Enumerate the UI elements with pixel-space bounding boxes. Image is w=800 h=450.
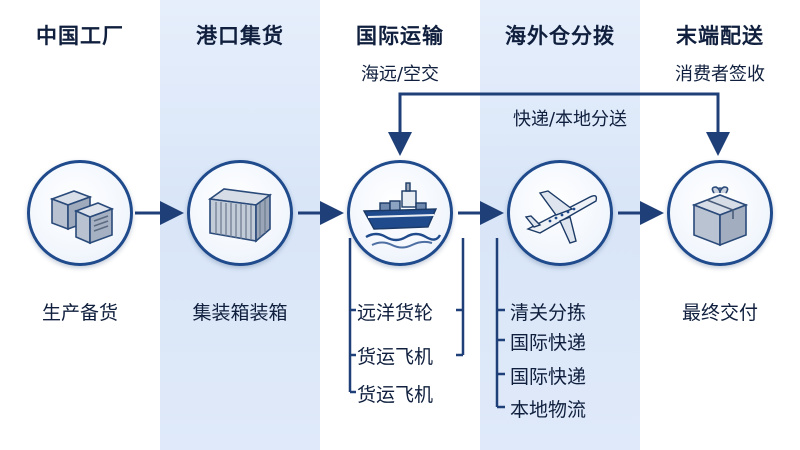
warehouse-step-3: 国际快递 [510,366,587,388]
caption-delivery: 最终交付 [681,302,758,324]
stage-subtitle-delivery: 消费者签收 [675,64,765,85]
node-transport [347,160,453,266]
caption-factory: 生产备货 [41,302,118,324]
caption-port: 集装箱装箱 [192,302,288,324]
node-warehouse [507,160,613,266]
warehouse-step-2: 国际快递 [510,332,587,354]
stage-title-delivery: 末端配送 [676,24,764,48]
transport-option-3: 货运飞机 [357,384,434,406]
transport-option-1: 远洋货轮 [357,302,434,324]
warehouse-step-1: 清关分拣 [510,302,587,324]
warehouse-step-4: 本地物流 [510,399,587,421]
route-label: 快递/本地分送 [512,109,628,130]
container-icon [207,188,273,243]
stage-title-factory: 中国工厂 [36,24,124,48]
stage-title-transport: 国际运输 [356,24,444,48]
route-connector [398,92,720,152]
airplane-icon [524,190,598,244]
node-port [187,160,293,266]
stage-title-warehouse: 海外仓分拨 [505,24,615,48]
node-delivery [667,160,773,266]
ship-icon [362,182,442,249]
package-icon [691,186,749,247]
node-factory [27,160,133,266]
stage-subtitle-transport: 海远/空交 [360,64,440,85]
transport-option-2: 货运飞机 [357,346,434,368]
stage-title-port: 港口集货 [196,24,284,48]
boxes-icon [49,190,115,245]
